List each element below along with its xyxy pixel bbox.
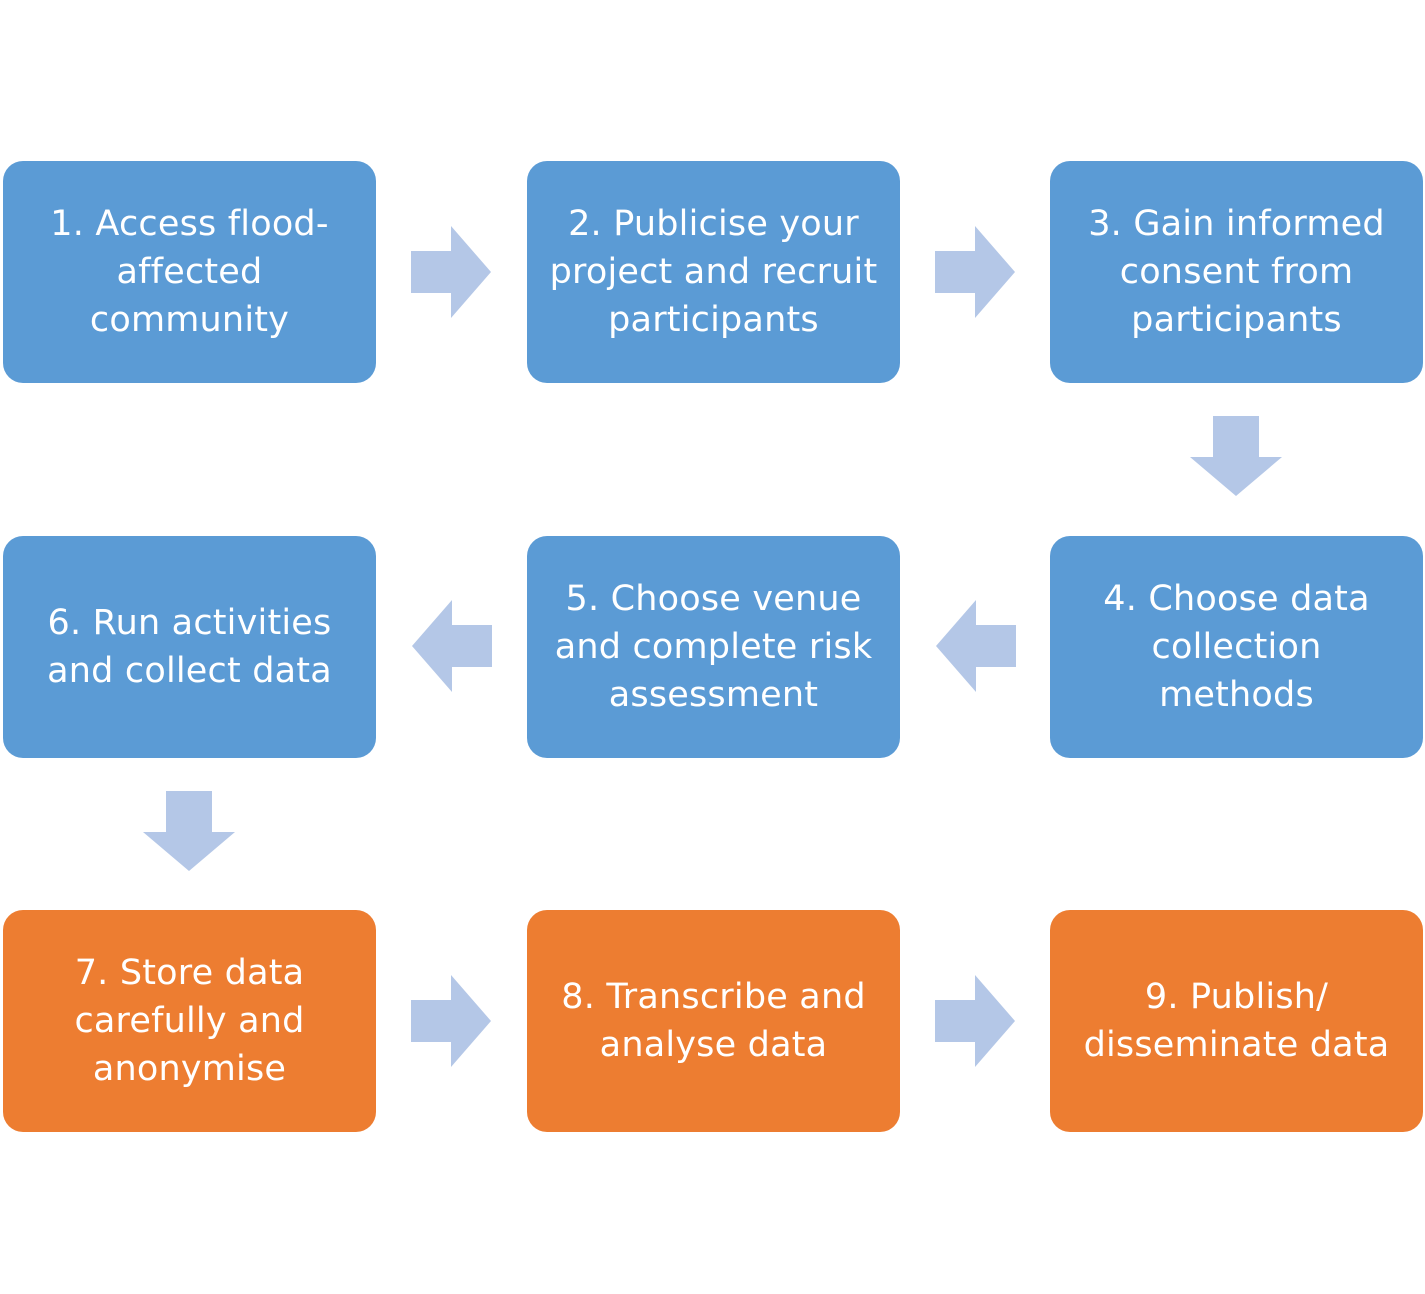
step-3-informed-consent: 3. Gain informed consent from participan…	[1050, 161, 1423, 383]
arrow-right-icon	[405, 226, 497, 318]
arrow-down-icon	[143, 791, 235, 871]
step-4-choose-methods: 4. Choose data collection methods	[1050, 536, 1423, 758]
arrow-right-icon	[929, 226, 1021, 318]
step-6-run-activities: 6. Run activities and collect data	[3, 536, 376, 758]
step-7-store-data: 7. Store data carefully and anonymise	[3, 910, 376, 1132]
arrow-left-icon	[936, 600, 1016, 692]
arrow-down-icon	[1190, 416, 1282, 496]
step-9-publish-disseminate: 9. Publish/ disseminate data	[1050, 910, 1423, 1132]
step-1-access-community: 1. Access flood- affected community	[3, 161, 376, 383]
step-8-transcribe-analyse: 8. Transcribe and analyse data	[527, 910, 900, 1132]
arrow-right-icon	[405, 975, 497, 1067]
arrow-right-icon	[929, 975, 1021, 1067]
step-2-publicise-project: 2. Publicise your project and recruit pa…	[527, 161, 900, 383]
arrow-left-icon	[412, 600, 492, 692]
step-5-choose-venue: 5. Choose venue and complete risk assess…	[527, 536, 900, 758]
